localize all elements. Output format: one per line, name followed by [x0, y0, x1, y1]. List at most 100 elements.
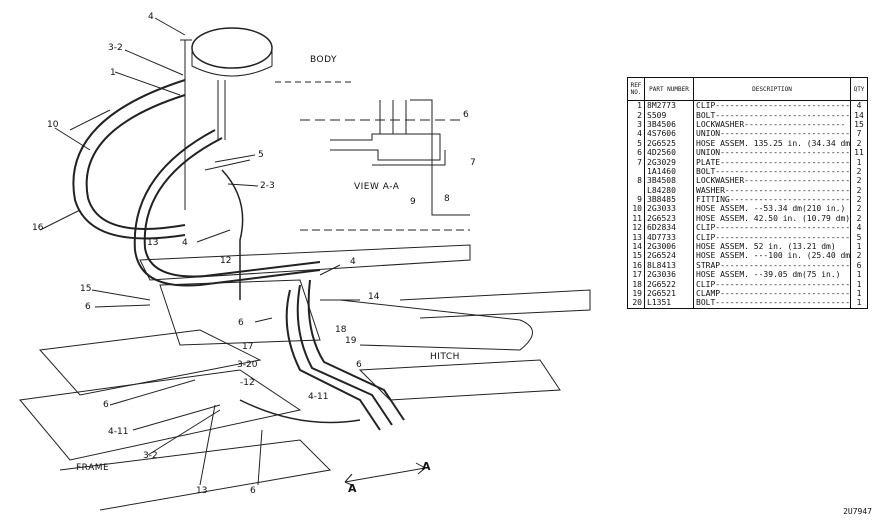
description-cell: STRAP---------------------------	[693, 260, 851, 271]
part-number-cell: 4D2560	[644, 147, 694, 158]
part-number-cell: 2G3006	[644, 241, 694, 252]
ref-cell: 3	[627, 119, 645, 130]
callout: 9	[410, 197, 416, 207]
description-cell: CLIP----------------------------	[693, 279, 851, 289]
ref-cell: 9	[627, 194, 645, 205]
callout: 3-20	[237, 360, 258, 370]
qty-cell: 11	[850, 147, 868, 158]
qty-cell: 1	[850, 279, 868, 289]
description-cell: CLAMP---------------------------	[693, 288, 851, 299]
description-cell: HOSE ASSEM. 42.50 in. (10.79 dm)	[693, 213, 851, 224]
callout: 7	[470, 158, 476, 168]
qty-cell: 14	[850, 110, 868, 120]
hose-routing-diagram	[19, 17, 591, 511]
description-cell: CLIP----------------------------	[693, 100, 851, 111]
callout: 5	[258, 150, 264, 160]
callout: 15	[80, 284, 92, 294]
ref-cell: 16	[627, 260, 645, 271]
part-number-cell: S509	[644, 110, 694, 120]
callout: 16	[32, 223, 44, 233]
description-cell: BOLT----------------------------	[693, 166, 851, 177]
callout: 6	[250, 486, 256, 496]
callout: 6	[85, 302, 91, 312]
qty-cell: 1	[850, 270, 868, 280]
description-cell: HOSE ASSEM. --53.34 dm(210 in.)	[693, 204, 851, 214]
qty-cell: 15	[850, 119, 868, 130]
qty-cell: 2	[850, 138, 868, 148]
part-number-cell: 2G6523	[644, 213, 694, 224]
ref-cell: 1	[627, 100, 645, 111]
callout: 6	[103, 400, 109, 410]
table-header-row: REF NO. PART NUMBER DESCRIPTION QTY	[627, 77, 868, 101]
qty-cell: 1	[850, 157, 868, 167]
callout: 10	[47, 120, 59, 130]
callout: 8	[444, 194, 450, 204]
ref-cell: 15	[627, 251, 645, 261]
section-marker-a-left: A	[348, 482, 358, 495]
ref-cell: 5	[627, 138, 645, 148]
part-number-cell: L1351	[644, 298, 694, 309]
ref-cell	[627, 185, 645, 195]
qty-cell: 1	[850, 288, 868, 299]
ref-cell: 6	[627, 147, 645, 158]
region-label-body: BODY	[310, 55, 338, 65]
qty-cell: 2	[850, 251, 868, 261]
part-number-cell: 3B4506	[644, 119, 694, 130]
description-cell: HOSE ASSEM. 135.25 in. (34.34 dm)	[693, 138, 851, 148]
ref-cell: 13	[627, 232, 645, 242]
ref-cell: 11	[627, 213, 645, 224]
description-cell: UNION---------------------------	[693, 129, 851, 139]
region-label-frame: FRAME	[76, 463, 110, 473]
callout: 4	[182, 238, 188, 248]
callout: 4-11	[308, 392, 329, 402]
col-header-qty: QTY	[850, 77, 868, 101]
ref-cell: 14	[627, 241, 645, 252]
section-marker-a-right: A	[422, 460, 432, 473]
description-cell: CLIP----------------------------	[693, 223, 851, 233]
callout: 13	[196, 486, 208, 496]
col-header-part-number: PART NUMBER	[644, 77, 694, 101]
qty-cell: 1	[850, 241, 868, 252]
callout: 6	[238, 318, 244, 328]
ref-cell: 10	[627, 204, 645, 214]
part-number-cell: 2G6525	[644, 138, 694, 148]
ref-cell: 7	[627, 157, 645, 167]
callout: 18	[335, 325, 347, 335]
callout: 6	[356, 360, 362, 370]
callout: 4	[148, 12, 154, 22]
description-cell: LOCKWASHER----------------------	[693, 176, 851, 186]
part-number-cell: 3B8485	[644, 194, 694, 205]
description-cell: UNION---------------------------	[693, 147, 851, 158]
callout: 14	[368, 292, 380, 302]
qty-cell: 4	[850, 100, 868, 111]
qty-cell: 5	[850, 232, 868, 242]
qty-cell: 7	[850, 129, 868, 139]
callout: 1	[110, 68, 116, 78]
part-number-cell: 8L8413	[644, 260, 694, 271]
description-cell: PLATE---------------------------	[693, 157, 851, 167]
qty-cell: 2	[850, 194, 868, 205]
callout: 3-2	[108, 43, 123, 53]
part-number-cell: 2G3033	[644, 204, 694, 214]
ref-cell: 4	[627, 129, 645, 139]
qty-cell: 2	[850, 204, 868, 214]
part-number-cell: 4D7733	[644, 232, 694, 242]
part-number-cell: 1A1460	[644, 166, 694, 177]
region-label-hitch: HITCH	[430, 352, 460, 362]
part-number-cell: 2G6524	[644, 251, 694, 261]
part-number-cell: 4S7606	[644, 129, 694, 139]
part-number-cell: L84280	[644, 185, 694, 195]
